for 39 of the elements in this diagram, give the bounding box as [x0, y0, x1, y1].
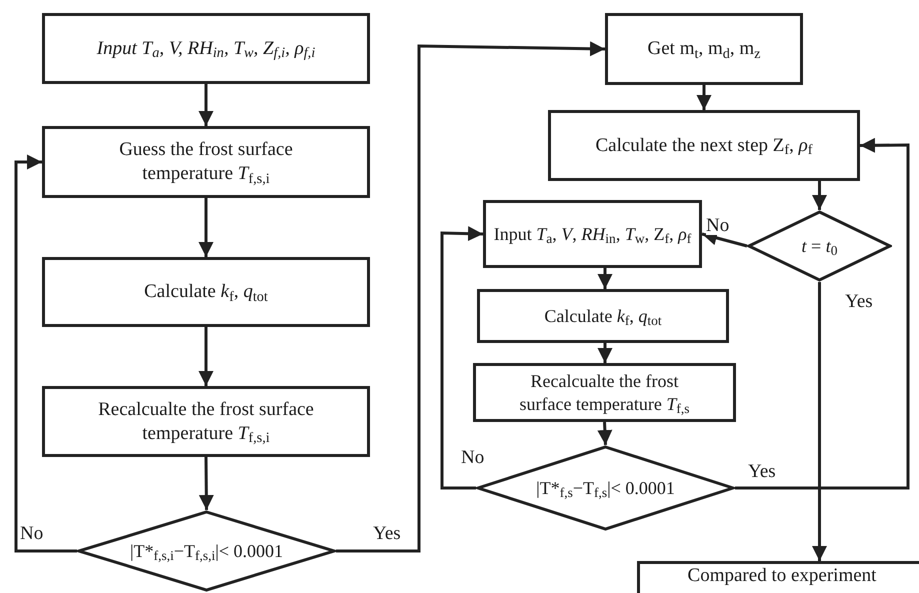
step-text: Compared to experiment: [688, 564, 876, 588]
condition-text: t = t$_{0}$: [802, 234, 838, 258]
arrow: [812, 181, 827, 210]
process-box: [605, 13, 803, 85]
process-box: [42, 386, 370, 457]
step-text: Recalcualte the frost surface temperature T$_{f,s}$: [518, 370, 691, 415]
arrow: [696, 85, 712, 110]
step-text: Guess the frost surface temperature T$_{f,s,i}$: [118, 138, 294, 186]
process-box: [548, 110, 860, 181]
step-text: Calculate k$_{f}$, q$_{tot}$: [544, 304, 662, 328]
edge-label: No: [706, 216, 730, 235]
arrow: [597, 422, 612, 446]
process-box: [42, 126, 370, 198]
arrow: [198, 84, 214, 126]
step-text: Recalcualte the frost surface temperature T$_{f,s,i}$: [97, 398, 315, 446]
arrow: [336, 41, 606, 552]
step-text: Calculate the next step Z$_{f}$, ρ$_{f}$: [595, 134, 812, 158]
condition-text: |T*$_{f,s,i}$−T$_{f,s,i}$|< 0.0001: [130, 540, 284, 562]
arrow: [198, 198, 214, 257]
arrow: [440, 226, 484, 490]
arrow: [198, 327, 214, 386]
process-box: [637, 561, 919, 593]
arrow: [198, 456, 214, 510]
process-box: [483, 200, 702, 268]
process-box: [473, 363, 736, 422]
arrow: [598, 343, 612, 363]
arrow: [702, 230, 748, 248]
process-box: [42, 13, 370, 84]
step-text: Input T$_{a}$, V, RH$_{in}$, T$_{w}$, Z$_{f}$, ρ$_{f}$: [494, 222, 692, 246]
process-box: [42, 257, 370, 327]
step-text: Calculate k$_{f}$, q$_{tot}$: [144, 280, 268, 304]
arrow: [14, 154, 77, 552]
step-text: Input T$_{a}$, V, RH$_{in}$, T$_{w}$, Z$_{f,i}$, ρ$_{f,i}$: [96, 36, 316, 60]
step-text: Get m$_{t}$, m$_{d}$, m$_{z}$: [648, 37, 760, 61]
arrow: [598, 268, 612, 289]
arrow: [812, 282, 827, 561]
arrow: [735, 138, 910, 490]
condition-text: |T*$_{f,s}$−T$_{f,s}$|< 0.0001: [536, 476, 675, 500]
process-box: [477, 289, 729, 343]
